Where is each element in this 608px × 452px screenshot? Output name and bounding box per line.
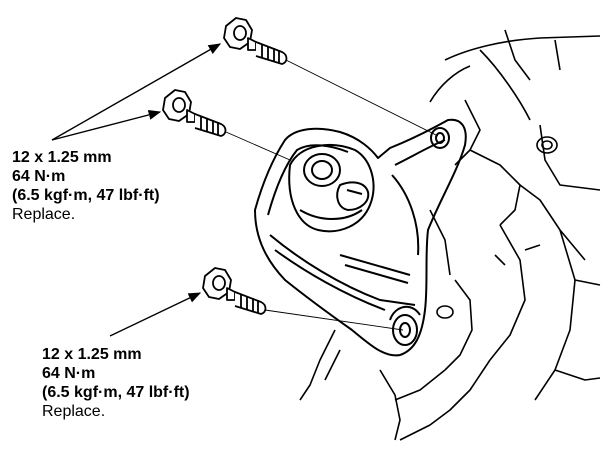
torque-alt-value-label: (6.5 kgf·m, 47 lbf·ft) (42, 384, 190, 401)
bolt-size-label: 12 x 1.25 mm (42, 346, 142, 363)
torque-alt-value-label: (6.5 kgf·m, 47 lbf·ft) (12, 187, 160, 204)
alignment-lines (225, 59, 439, 331)
bolt-lower (202, 267, 267, 315)
engine-mount-bracket (254, 118, 467, 357)
replace-note: Replace. (12, 206, 76, 223)
torque-callout-lower: 12 x 1.25 mm 64 N·m (6.5 kgf·m, 47 lbf·f… (42, 345, 190, 421)
bolt-size-label: 12 x 1.25 mm (12, 149, 112, 166)
bolt-upper-2 (162, 89, 227, 137)
replace-note: Replace. (42, 403, 106, 420)
engine-block (299, 29, 601, 441)
callout-arrows (51, 43, 222, 337)
bolt-upper-1 (223, 17, 288, 65)
torque-value-label: 64 N·m (12, 168, 66, 185)
torque-value-label: 64 N·m (42, 365, 96, 382)
torque-callout-upper: 12 x 1.25 mm 64 N·m (6.5 kgf·m, 47 lbf·f… (12, 148, 160, 224)
